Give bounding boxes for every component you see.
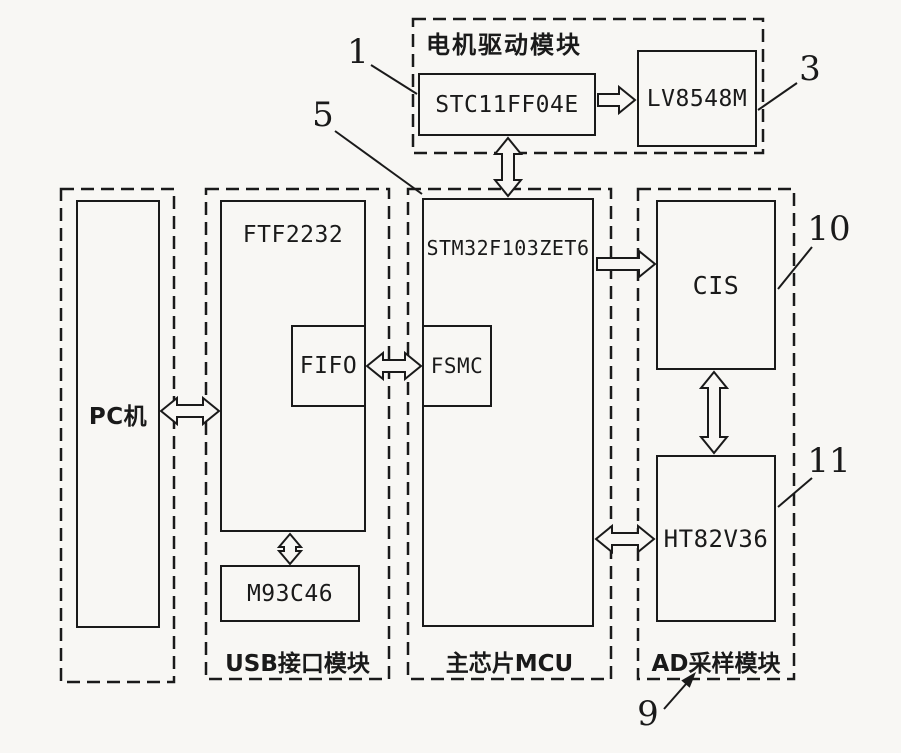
callout-arrowhead-9-icon <box>681 672 696 688</box>
callout-number-10: 10 <box>807 209 851 249</box>
cis-box: CIS <box>656 200 776 370</box>
usb-module-outline <box>204 187 391 681</box>
callout-line-1 <box>370 64 418 95</box>
stm32f103zet6-box: STM32F103ZET6 <box>422 198 594 627</box>
motor-module-title: 电机驱动模块 <box>426 31 582 59</box>
callout-line-5 <box>334 130 423 195</box>
arrow-stc-stm32-vertical-icon <box>492 136 524 198</box>
callout-number-5: 5 <box>312 95 334 135</box>
pc-box: PC机 <box>76 200 160 628</box>
lv8548m-box: LV8548M <box>637 50 757 147</box>
ad-module-label: AD采样模块 <box>651 651 781 677</box>
arrow-stm32-to-cis-icon <box>596 248 657 280</box>
arrow-pc-ftf-icon <box>159 395 221 427</box>
stc11ff04e-box: STC11FF04E <box>418 73 596 136</box>
pc-module-outline <box>59 187 176 684</box>
callout-number-3: 3 <box>799 49 821 89</box>
ad-module-outline <box>636 187 796 681</box>
arrow-cis-ht82v36-icon <box>698 370 730 455</box>
callout-line-3 <box>757 82 798 111</box>
callout-number-11: 11 <box>807 441 851 481</box>
m93c46-box: M93C46 <box>220 565 360 622</box>
arrow-ftf-m93c46-icon <box>276 532 304 566</box>
arrow-fifo-fsmc-icon <box>365 350 423 382</box>
callout-number-9: 9 <box>637 694 659 734</box>
fsmc-box: FSMC <box>422 325 492 407</box>
motor-module-outline <box>411 17 765 155</box>
callout-number-1: 1 <box>347 32 369 72</box>
arrow-stm32-ht82v36-icon <box>594 523 656 555</box>
mcu-module-label: 主芯片MCU <box>445 651 574 677</box>
callout-line-11 <box>777 477 813 508</box>
fifo-box: FIFO <box>291 325 366 407</box>
callout-line-9 <box>663 683 687 710</box>
usb-module-label: USB接口模块 <box>225 651 370 677</box>
callout-line-10 <box>777 246 813 290</box>
arrow-stc-to-lv-icon <box>597 84 637 116</box>
ht82v36-box: HT82V36 <box>656 455 776 622</box>
